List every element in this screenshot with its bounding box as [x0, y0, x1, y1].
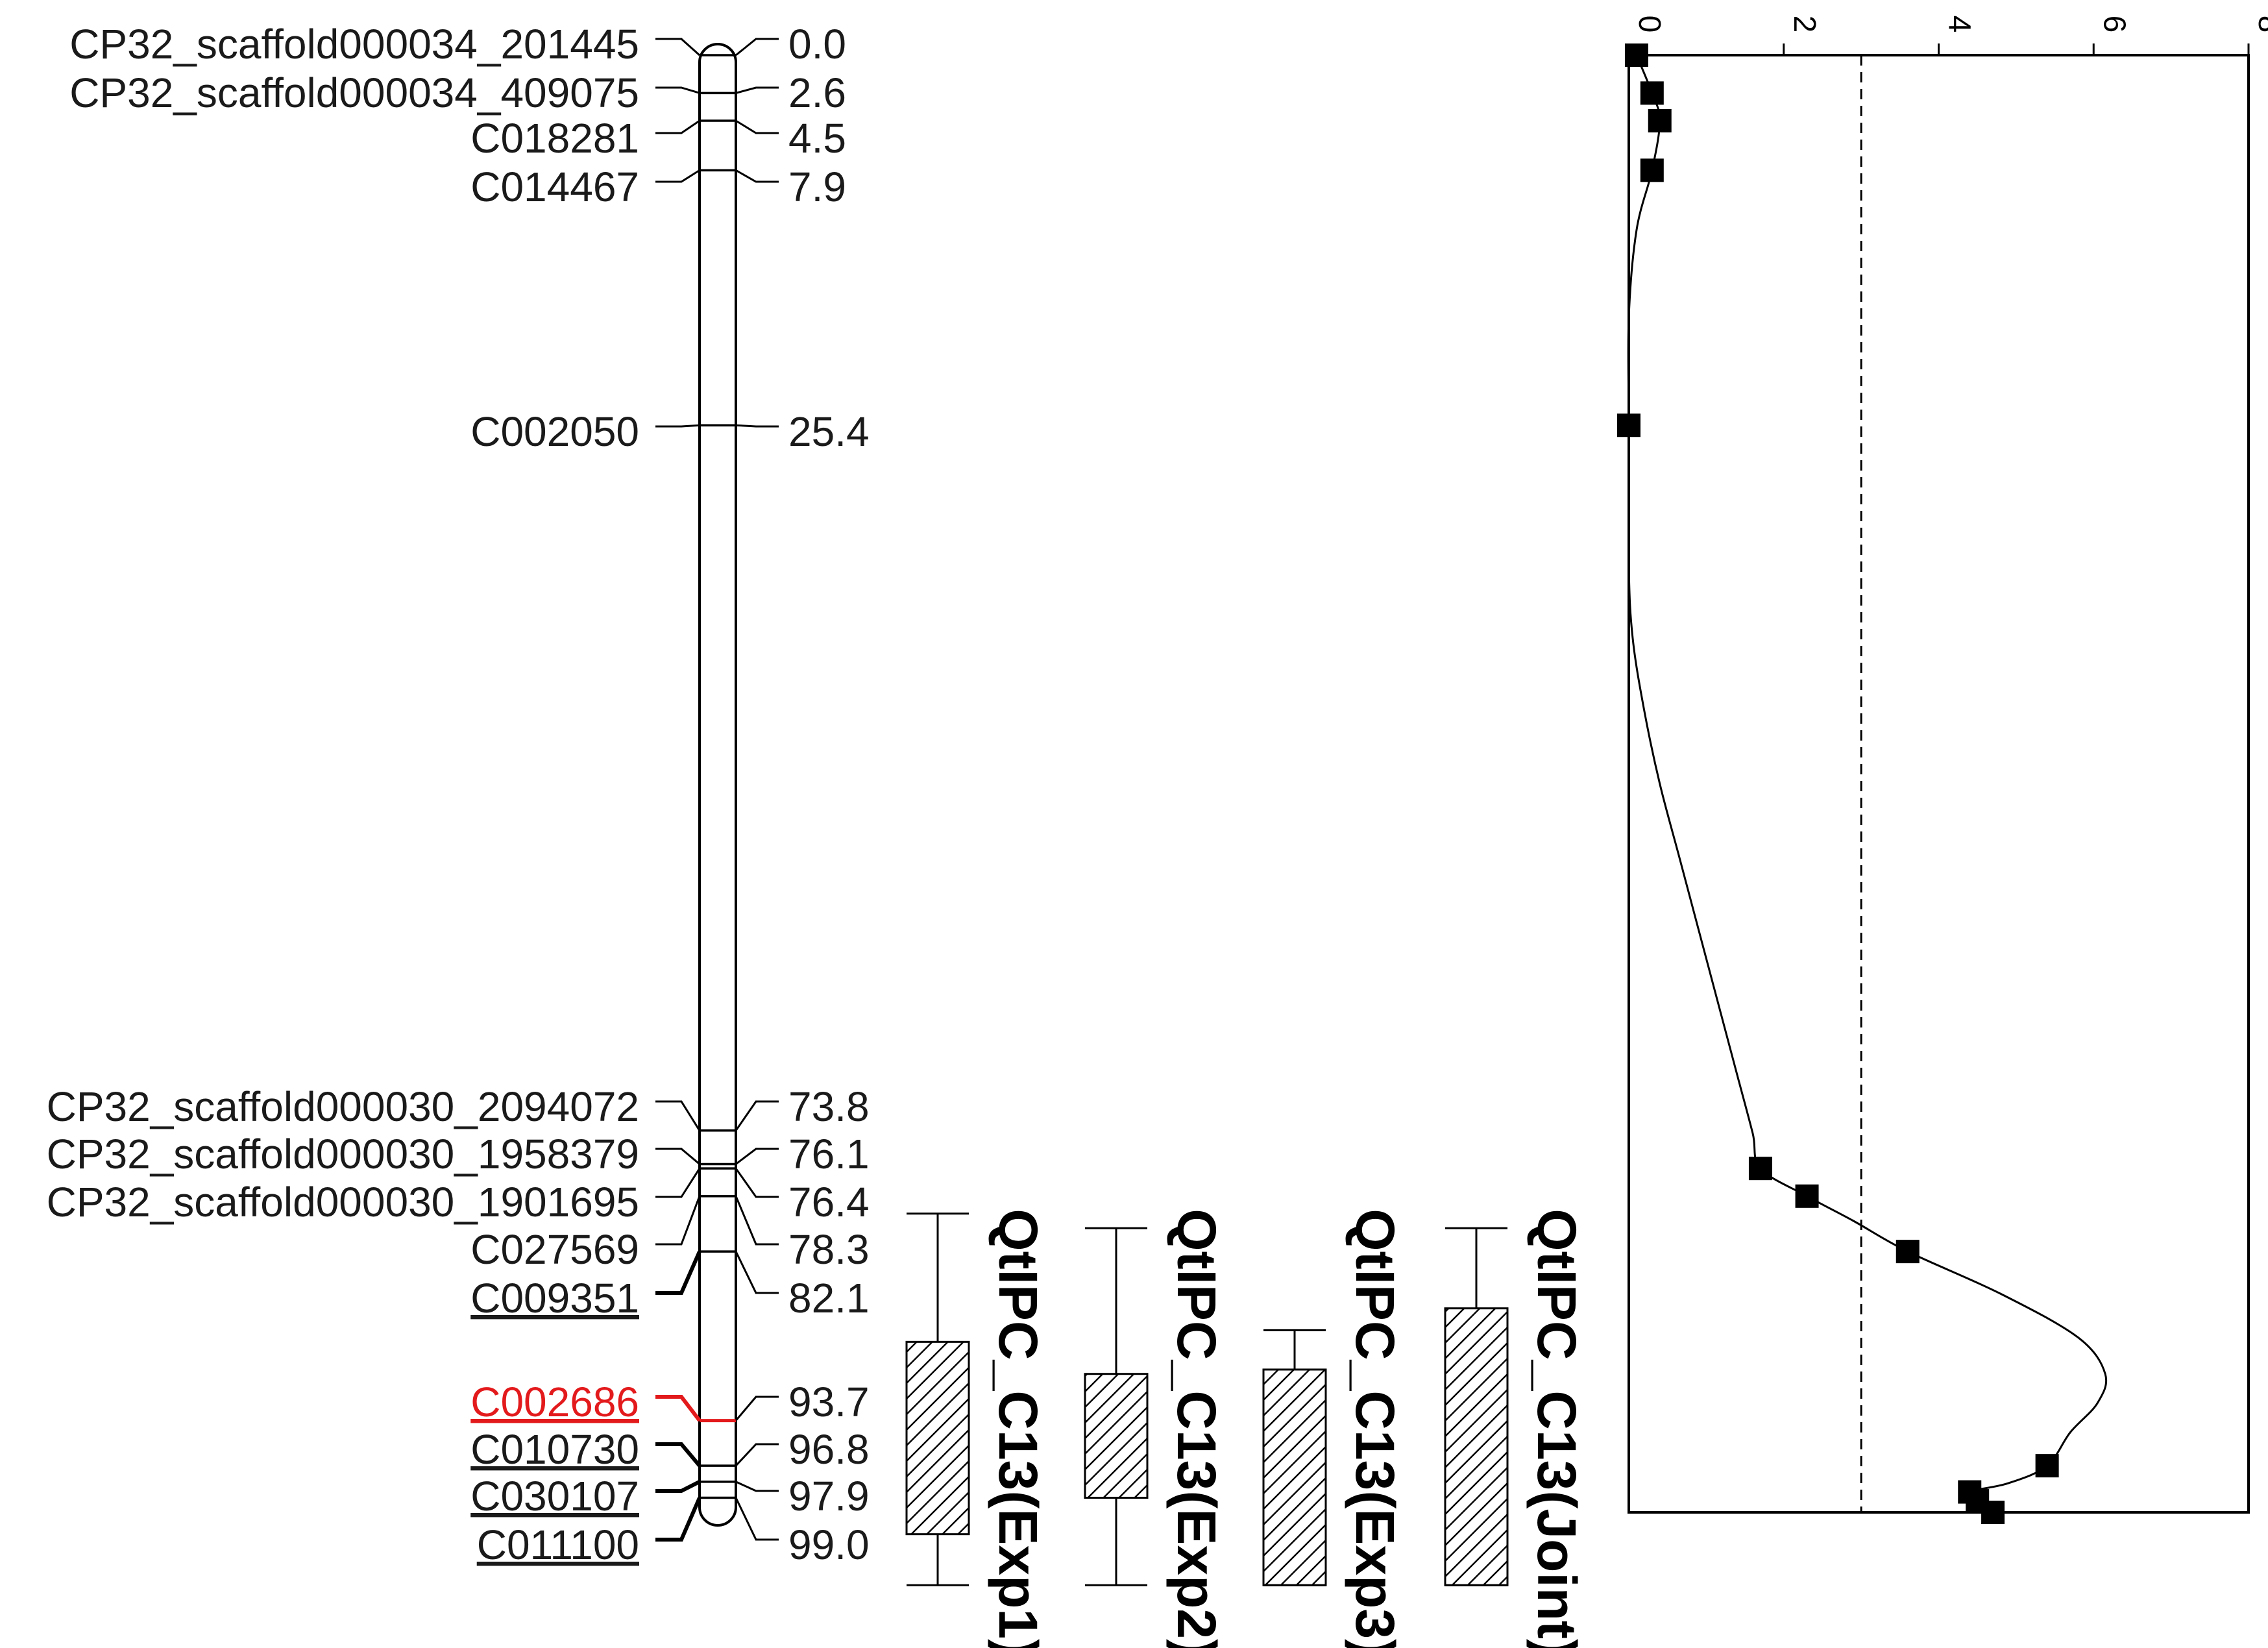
- marker-position-cp32-scaffold000030-1901695: 76.4: [788, 1179, 870, 1225]
- lod-point-6: [1795, 1184, 1819, 1208]
- marker-connector-right-c011100: [735, 1497, 779, 1541]
- marker-name-cp32-scaffold000030-1901695: CP32_scaffold000030_1901695: [47, 1179, 639, 1225]
- qtl-interval-box: [1444, 1307, 1509, 1586]
- marker-connector-left-c011100: [655, 1497, 701, 1542]
- qtl-interval-box: [1262, 1368, 1327, 1586]
- plot-frame: [1628, 54, 2250, 1514]
- x-tick-label-2: 2: [1787, 16, 1822, 33]
- lod-point-1: [1640, 81, 1664, 105]
- marker-position-cp32-scaffold000030-2094072: 73.8: [788, 1083, 870, 1130]
- qtl-interval-box: [1084, 1373, 1149, 1499]
- marker-connector-right-c014467: [735, 169, 779, 183]
- lod-point-0: [1624, 43, 1648, 67]
- marker-name-cp32-scaffold000034-201445: CP32_scaffold000034_201445: [69, 21, 639, 68]
- marker-name-c010730: C010730: [470, 1426, 639, 1473]
- lod-point-5: [1748, 1157, 1772, 1181]
- marker-name-cp32-scaffold000030-1958379: CP32_scaffold000030_1958379: [47, 1131, 639, 1177]
- qtl-label-qtipc-c13-exp3: QtIPC_C13(Exp3): [1345, 1209, 1406, 1648]
- marker-position-c002050: 25.4: [788, 408, 870, 455]
- marker-name-c009351: C009351: [470, 1275, 639, 1322]
- marker-connector-right-c018281: [735, 119, 779, 134]
- marker-position-c011100: 99.0: [788, 1521, 870, 1568]
- qtl-label-qtipc-c13-joint: QtIPC_C13(Joint): [1526, 1209, 1587, 1648]
- marker-connector-left-c014467: [655, 169, 700, 183]
- qtl-qtipc-c13-exp3: QtIPC_C13(Exp3): [1262, 1209, 1406, 1648]
- qtl-label-qtipc-c13-exp1: QtIPC_C13(Exp1): [988, 1209, 1049, 1648]
- marker-connector-left-cp32-scaffold000030-2094072: [655, 1100, 701, 1131]
- qtl-qtipc-c13-exp2: QtIPC_C13(Exp2): [1084, 1209, 1227, 1648]
- qtl-qtipc-c13-exp1: QtIPC_C13(Exp1): [905, 1209, 1049, 1648]
- marker-name-cp32-scaffold000030-2094072: CP32_scaffold000030_2094072: [47, 1083, 639, 1130]
- marker-connector-left-cp32-scaffold000034-201445: [655, 38, 700, 56]
- marker-position-cp32-scaffold000030-1958379: 76.1: [788, 1131, 870, 1177]
- qtl-intervals: QtIPC_C13(Exp1) QtIPC_C13(Exp2) QtIPC_C13(…: [905, 1209, 1587, 1648]
- marker-position-cp32-scaffold000034-409075: 2.6: [788, 69, 846, 116]
- marker-name-c002050: C002050: [470, 408, 639, 455]
- lod-point-11: [1981, 1501, 2005, 1524]
- marker-position-c014467: 7.9: [788, 164, 846, 210]
- x-tick-label-0: 0: [1632, 16, 1666, 33]
- marker-position-cp32-scaffold000034-201445: 0.0: [788, 21, 846, 68]
- marker-connector-right-c002050: [735, 424, 779, 428]
- marker-name-c018281: C018281: [470, 115, 639, 162]
- marker-name-c014467: C014467: [470, 164, 639, 210]
- marker-connector-left-cp32-scaffold000034-409075: [655, 86, 700, 94]
- marker-name-c011100: C011100: [477, 1521, 639, 1568]
- chromosome-map: CP32_scaffold000034_201445 0.0CP32_scaffo…: [47, 21, 870, 1568]
- marker-connector-left-c010730: [655, 1442, 701, 1468]
- marker-position-c002686: 93.7: [788, 1379, 870, 1425]
- chromosome-bar: [698, 43, 737, 1527]
- marker-connector-right-cp32-scaffold000034-201445: [735, 38, 779, 56]
- qtl-interval-box: [905, 1340, 970, 1536]
- marker-connector-right-c009351: [735, 1251, 779, 1294]
- marker-name-cp32-scaffold000034-409075: CP32_scaffold000034_409075: [69, 69, 639, 116]
- lod-point-8: [2035, 1454, 2059, 1478]
- x-tick-label-6: 6: [2097, 16, 2131, 33]
- marker-connector-right-c010730: [735, 1443, 779, 1467]
- lod-curve-line: [1627, 55, 2108, 1514]
- marker-position-c018281: 4.5: [788, 115, 846, 162]
- lod-point-3: [1640, 158, 1664, 182]
- marker-name-c030107: C030107: [470, 1473, 639, 1519]
- marker-connector-left-cp32-scaffold000030-1901695: [655, 1168, 701, 1198]
- marker-connector-left-c002050: [655, 424, 700, 428]
- qtl-qtipc-c13-joint: QtIPC_C13(Joint): [1444, 1209, 1587, 1648]
- x-tick-label-4: 4: [1942, 16, 1977, 33]
- marker-name-c002686: C002686: [470, 1379, 639, 1425]
- marker-connector-right-c027569: [735, 1196, 779, 1246]
- marker-connector-left-c027569: [655, 1196, 701, 1246]
- lod-point-7: [1896, 1240, 1920, 1264]
- marker-position-c009351: 82.1: [788, 1275, 870, 1322]
- marker-connector-right-cp32-scaffold000030-1958379: [735, 1148, 779, 1165]
- marker-position-c010730: 96.8: [788, 1426, 870, 1473]
- marker-connector-right-cp32-scaffold000030-1901695: [735, 1168, 779, 1198]
- marker-connector-right-c002686: [735, 1396, 779, 1421]
- marker-connector-left-cp32-scaffold000030-1958379: [655, 1148, 700, 1165]
- lod-point-4: [1617, 413, 1640, 437]
- marker-connector-left-c030107: [655, 1480, 701, 1493]
- marker-connector-right-c030107: [735, 1481, 779, 1492]
- marker-position-c030107: 97.9: [788, 1473, 870, 1519]
- marker-connector-left-c018281: [655, 119, 700, 134]
- x-tick-label-8: 8: [2252, 16, 2268, 33]
- marker-connector-right-cp32-scaffold000034-409075: [735, 86, 779, 94]
- marker-connector-left-c009351: [655, 1250, 701, 1295]
- marker-connector-left-c002686: [655, 1395, 701, 1422]
- lod-point-2: [1648, 109, 1672, 133]
- lod-profile-chart: 0 2 4 6 8: [1617, 16, 2268, 1524]
- marker-connector-right-cp32-scaffold000030-2094072: [735, 1100, 779, 1131]
- marker-position-c027569: 78.3: [788, 1226, 870, 1273]
- marker-name-c027569: C027569: [470, 1226, 639, 1273]
- qtl-label-qtipc-c13-exp2: QtIPC_C13(Exp2): [1166, 1209, 1227, 1648]
